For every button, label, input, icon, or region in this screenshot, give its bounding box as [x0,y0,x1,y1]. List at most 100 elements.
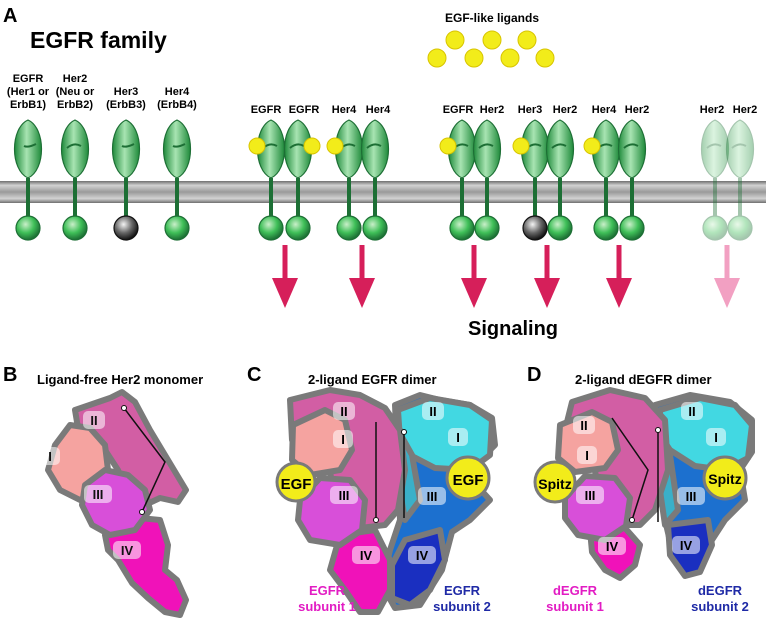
receptor [326,119,364,241]
signal-arrow [714,245,740,308]
receptor-stalk [533,178,537,220]
receptor-head [162,119,192,179]
kinase-domain [336,215,362,241]
c-subunit1-line2: subunit 1 [298,599,356,614]
c-domain-iv-right: IV [416,548,429,563]
c-subunit2-line1: EGFR [444,583,481,598]
receptor-notch [289,143,305,149]
dimer-label: EGFR [251,104,282,116]
ligand-ball [500,48,520,68]
monomer-label-her4-2: (ErbB4) [157,99,197,111]
d-domain-iv-left: IV [606,539,619,554]
receptors [13,119,755,241]
spitz-label-right: Spitz [708,471,741,487]
kinase-domain [15,215,41,241]
ligand-ball [445,30,465,50]
monomer-label-egfr-3: ErbB1) [10,99,46,111]
receptor-stalk [373,178,377,220]
receptor [472,119,502,241]
c-domain-i-left: I [341,432,345,447]
receptor-notch [551,143,567,149]
panel-a-letter: A [3,5,17,27]
d-domain-ii-right: II [688,404,695,419]
d-domain-iii-left: III [585,488,596,503]
bound-ligand [512,137,530,155]
signal-arrow [272,245,298,308]
receptor [512,119,550,241]
receptor-stalk [124,178,128,220]
d-subunit1-line1: dEGFR [553,583,598,598]
receptor [13,119,43,241]
c-domain-i-right: I [456,430,460,445]
egf-ligand-right [445,455,491,501]
bound-ligand [583,137,601,155]
d-domain-iv-right: IV [680,538,693,553]
kinase-domain [164,215,190,241]
receptor [583,119,621,241]
receptor-stalk [713,178,717,220]
receptor-notch [121,143,135,148]
receptor [360,119,390,241]
bound-ligand [303,137,321,155]
kinase-domain [449,215,475,241]
receptor-notch [366,143,382,149]
kinase-domain [362,215,388,241]
kinase-domain [258,215,284,241]
panel-c: C 2-ligand EGFR dimer EGF EGF I [247,364,498,615]
kinase-domain [619,215,645,241]
d-domain-iii-right: III [686,489,697,504]
dimer-label: Her4 [366,104,391,116]
receptor [60,119,90,241]
bound-ligand [439,137,457,155]
domain-label-iii: III [93,487,104,502]
receptor-stalk [269,178,273,220]
panel-c-letter: C [247,364,261,386]
receptor [111,119,141,241]
panel-b: B Ligand-free Her2 monomer II I III IV [3,364,203,618]
dimer-label: EGFR [443,104,474,116]
signal-arrow [461,245,487,308]
receptor [248,119,286,241]
receptor [439,119,477,241]
panel-a: A EGFR family EGF-like ligands EGFR (Her… [0,5,766,340]
d-subunit2-line2: subunit 2 [691,599,749,614]
receptor-stalk [347,178,351,220]
egf-ligand-label-left: EGF [281,476,312,493]
monomer-label-her2-1: Her2 [63,73,87,85]
panel-a-title: EGFR family [30,27,167,53]
monomer-label-egfr-2: (Her1 or [7,86,50,98]
receptor [617,119,647,241]
signal-arrow [534,245,560,308]
kinase-domain [727,215,753,241]
signal-arrow [606,245,632,308]
bound-ligand [326,137,344,155]
receptor-head [13,119,43,179]
receptor [725,119,755,241]
egf-ligand-label-right: EGF [453,472,484,489]
monomer-label-her2-2: (Neu or [56,86,95,98]
spitz-label-left: Spitz [538,476,571,492]
her2-tether-line [123,407,166,513]
egf-ligand-left [275,461,317,503]
panel-d-title: 2-ligand dEGFR dimer [575,372,712,387]
d-domain-i-right: I [714,430,718,445]
dimer-label: Her4 [592,104,617,116]
panel-d: D 2-ligand dEGFR dimer Spitz Spitz I [527,364,755,614]
dimer-label: Her4 [332,104,357,116]
receptor-notch [731,143,747,149]
dimer-label: EGFR [289,104,320,116]
monomer-label-her3-2: (ErbB3) [106,99,146,111]
receptor-head [60,119,90,179]
dimer-label: Her2 [625,104,649,116]
monomer-labels: EGFR (Her1 or ErbB1) Her2 (Neu or ErbB2)… [7,73,197,111]
panel-c-title: 2-ligand EGFR dimer [308,372,437,387]
free-ligands [427,30,555,68]
receptor [162,119,192,241]
dimer-label: Her2 [733,104,757,116]
receptor-head [545,119,575,179]
panel-d-letter: D [527,364,541,386]
receptor-head [472,119,502,179]
dimer-label: Her2 [553,104,577,116]
kinase-dead-domain [522,215,548,241]
receptor-stalk [738,178,742,220]
